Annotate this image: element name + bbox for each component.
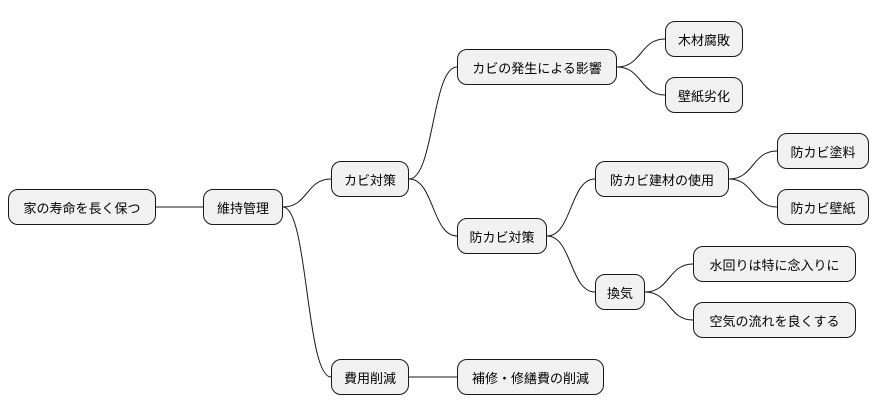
node-root: 家の寿命を長く保つ [8,189,156,225]
node-antimold-wallpaper: 防カビ壁紙 [777,189,869,225]
node-wood-rot: 木材腐敗 [665,21,743,57]
node-mold: カビ対策 [331,161,409,197]
edge-prevention-ventilation [546,235,596,293]
edge-maintenance-mold [282,178,332,208]
edge-effects-wood [616,38,666,68]
edge-effects-wallpaper [616,66,666,96]
edge-materials-wallpaper [728,178,778,208]
node-maintenance: 維持管理 [203,189,283,225]
edge-materials-paint [728,150,778,180]
edge-ventilation-water [644,263,694,293]
edge-prevention-materials [546,178,596,237]
node-materials: 防カビ建材の使用 [595,161,729,197]
node-repair: 補修・修繕費の削減 [457,359,604,395]
node-mold-prevention: 防カビ対策 [457,218,547,254]
node-water-areas: 水回りは特に念入りに [693,246,856,282]
node-mold-effects: カビの発生による影響 [457,49,617,85]
node-ventilation: 換気 [595,274,645,310]
node-airflow: 空気の流れを良くする [693,302,856,338]
edge-mold-prevention [408,178,458,237]
edge-maintenance-cost [282,206,332,378]
edge-ventilation-airflow [644,291,694,321]
edge-mold-effects [408,66,458,180]
node-cost: 費用削減 [331,359,409,395]
node-antimold-paint: 防カビ塗料 [777,133,869,169]
node-wallpaper-deterioration: 壁紙劣化 [665,77,743,113]
